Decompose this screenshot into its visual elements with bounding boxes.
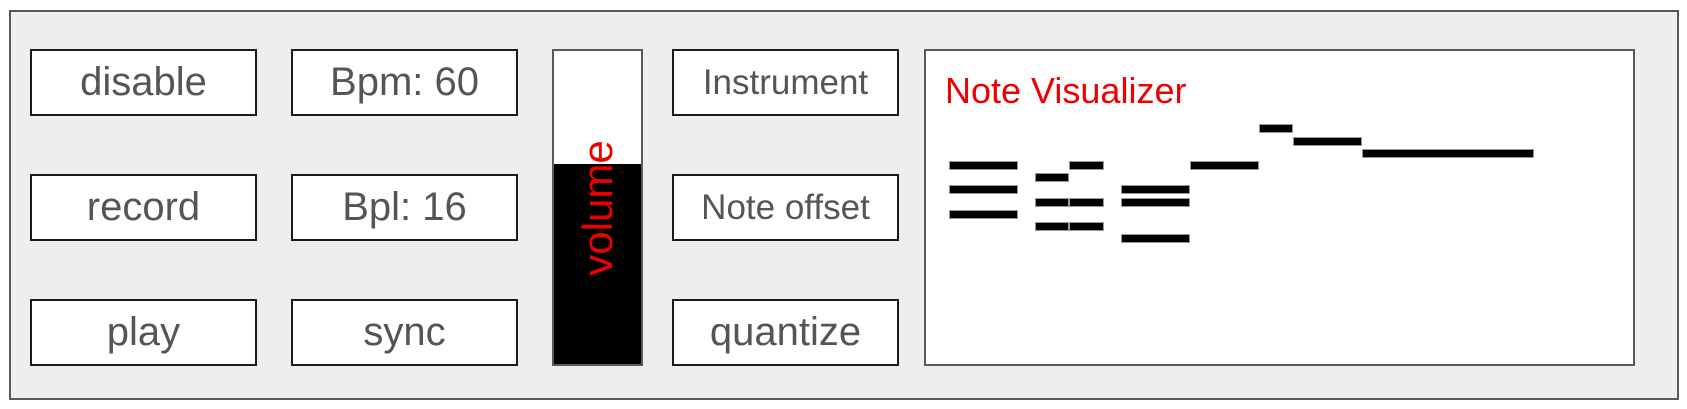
note-offset-button[interactable]: Note offset — [672, 174, 899, 241]
note-block — [1189, 161, 1259, 170]
volume-level-fill — [554, 163, 641, 364]
bpl-button[interactable]: Bpl: 16 — [291, 174, 518, 241]
quantize-button[interactable]: quantize — [672, 299, 899, 366]
note-block — [1069, 222, 1104, 231]
note-block — [949, 209, 1018, 219]
note-visualizer-title: Note Visualizer — [945, 70, 1187, 111]
note-block — [1258, 124, 1293, 134]
disable-button[interactable]: disable — [30, 49, 257, 116]
note-block — [1121, 185, 1190, 195]
record-button[interactable]: record — [30, 174, 257, 241]
volume-label: volume — [573, 139, 621, 276]
sequencer-panel: disable record play Bpm: 60 Bpl: 16 sync… — [9, 10, 1679, 400]
sync-button[interactable]: sync — [291, 299, 518, 366]
note-block — [1121, 234, 1190, 244]
note-block — [1035, 222, 1070, 231]
note-block — [949, 185, 1018, 195]
note-block — [1361, 148, 1534, 158]
bpm-button[interactable]: Bpm: 60 — [291, 49, 518, 116]
note-block — [1293, 136, 1362, 146]
note-block — [1035, 173, 1070, 183]
instrument-button[interactable]: Instrument — [672, 49, 899, 116]
note-block — [1121, 197, 1190, 207]
note-block — [949, 161, 1018, 170]
note-block — [1069, 197, 1104, 207]
volume-slider[interactable]: volume — [552, 49, 643, 366]
note-block — [1035, 197, 1070, 207]
note-visualizer: Note Visualizer — [924, 49, 1635, 366]
note-block — [1069, 161, 1104, 170]
play-button[interactable]: play — [30, 299, 257, 366]
